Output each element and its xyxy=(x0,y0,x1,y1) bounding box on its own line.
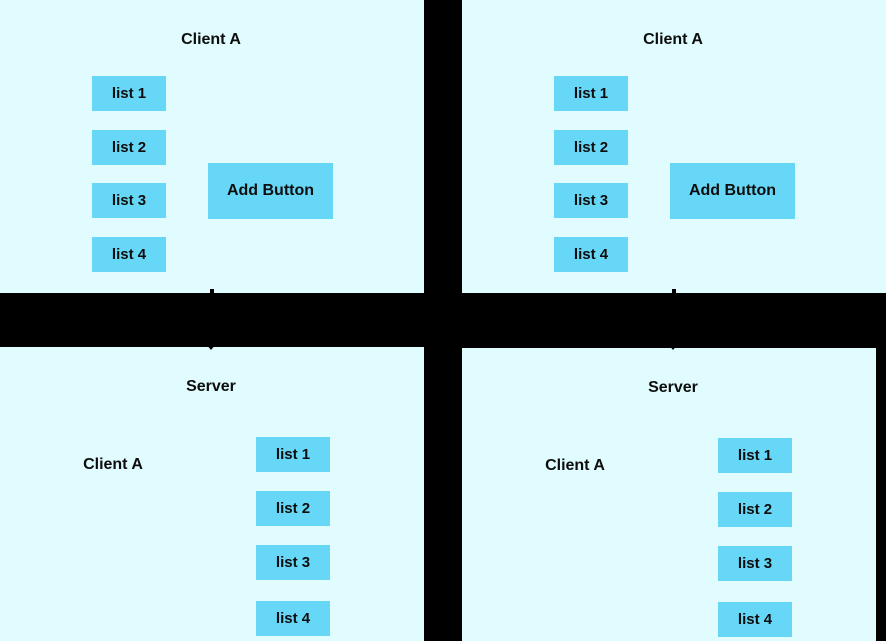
list-2-button[interactable]: list 2 xyxy=(554,130,628,165)
server-panel-title: Server xyxy=(186,378,236,395)
server-panel-title: Server xyxy=(648,379,698,396)
server-panel-2: Server Client A list 1 list 2 list 3 lis… xyxy=(462,348,876,641)
list-1-button[interactable]: list 1 xyxy=(718,438,792,473)
list-3-button[interactable]: list 3 xyxy=(256,545,330,580)
add-button[interactable]: Add Button xyxy=(670,163,795,219)
list-4-button[interactable]: list 4 xyxy=(256,601,330,636)
client-a-label: Client A xyxy=(83,456,143,473)
client-a-panel-1: Client A list 1 list 2 list 3 list 4 Add… xyxy=(0,0,424,293)
add-button[interactable]: Add Button xyxy=(208,163,333,219)
server-panel-1: Server Client A list 1 list 2 list 3 lis… xyxy=(0,347,424,641)
list-1-button[interactable]: list 1 xyxy=(92,76,166,111)
list-2-button[interactable]: list 2 xyxy=(92,130,166,165)
client-panel-title: Client A xyxy=(181,31,241,48)
client-panel-title: Client A xyxy=(643,31,703,48)
list-1-button[interactable]: list 1 xyxy=(256,437,330,472)
list-1-button[interactable]: list 1 xyxy=(554,76,628,111)
client-a-label: Client A xyxy=(545,457,605,474)
down-arrow-icon xyxy=(206,344,216,350)
down-arrow-icon xyxy=(668,344,678,350)
list-3-button[interactable]: list 3 xyxy=(718,546,792,581)
list-2-button[interactable]: list 2 xyxy=(718,492,792,527)
list-4-button[interactable]: list 4 xyxy=(92,237,166,272)
arrow-line-stub xyxy=(672,289,676,293)
list-4-button[interactable]: list 4 xyxy=(718,602,792,637)
client-a-panel-2: Client A list 1 list 2 list 3 list 4 Add… xyxy=(462,0,886,293)
list-2-button[interactable]: list 2 xyxy=(256,491,330,526)
list-4-button[interactable]: list 4 xyxy=(554,237,628,272)
list-3-button[interactable]: list 3 xyxy=(92,183,166,218)
arrow-line-stub xyxy=(210,289,214,293)
list-3-button[interactable]: list 3 xyxy=(554,183,628,218)
vertical-divider xyxy=(424,0,462,641)
